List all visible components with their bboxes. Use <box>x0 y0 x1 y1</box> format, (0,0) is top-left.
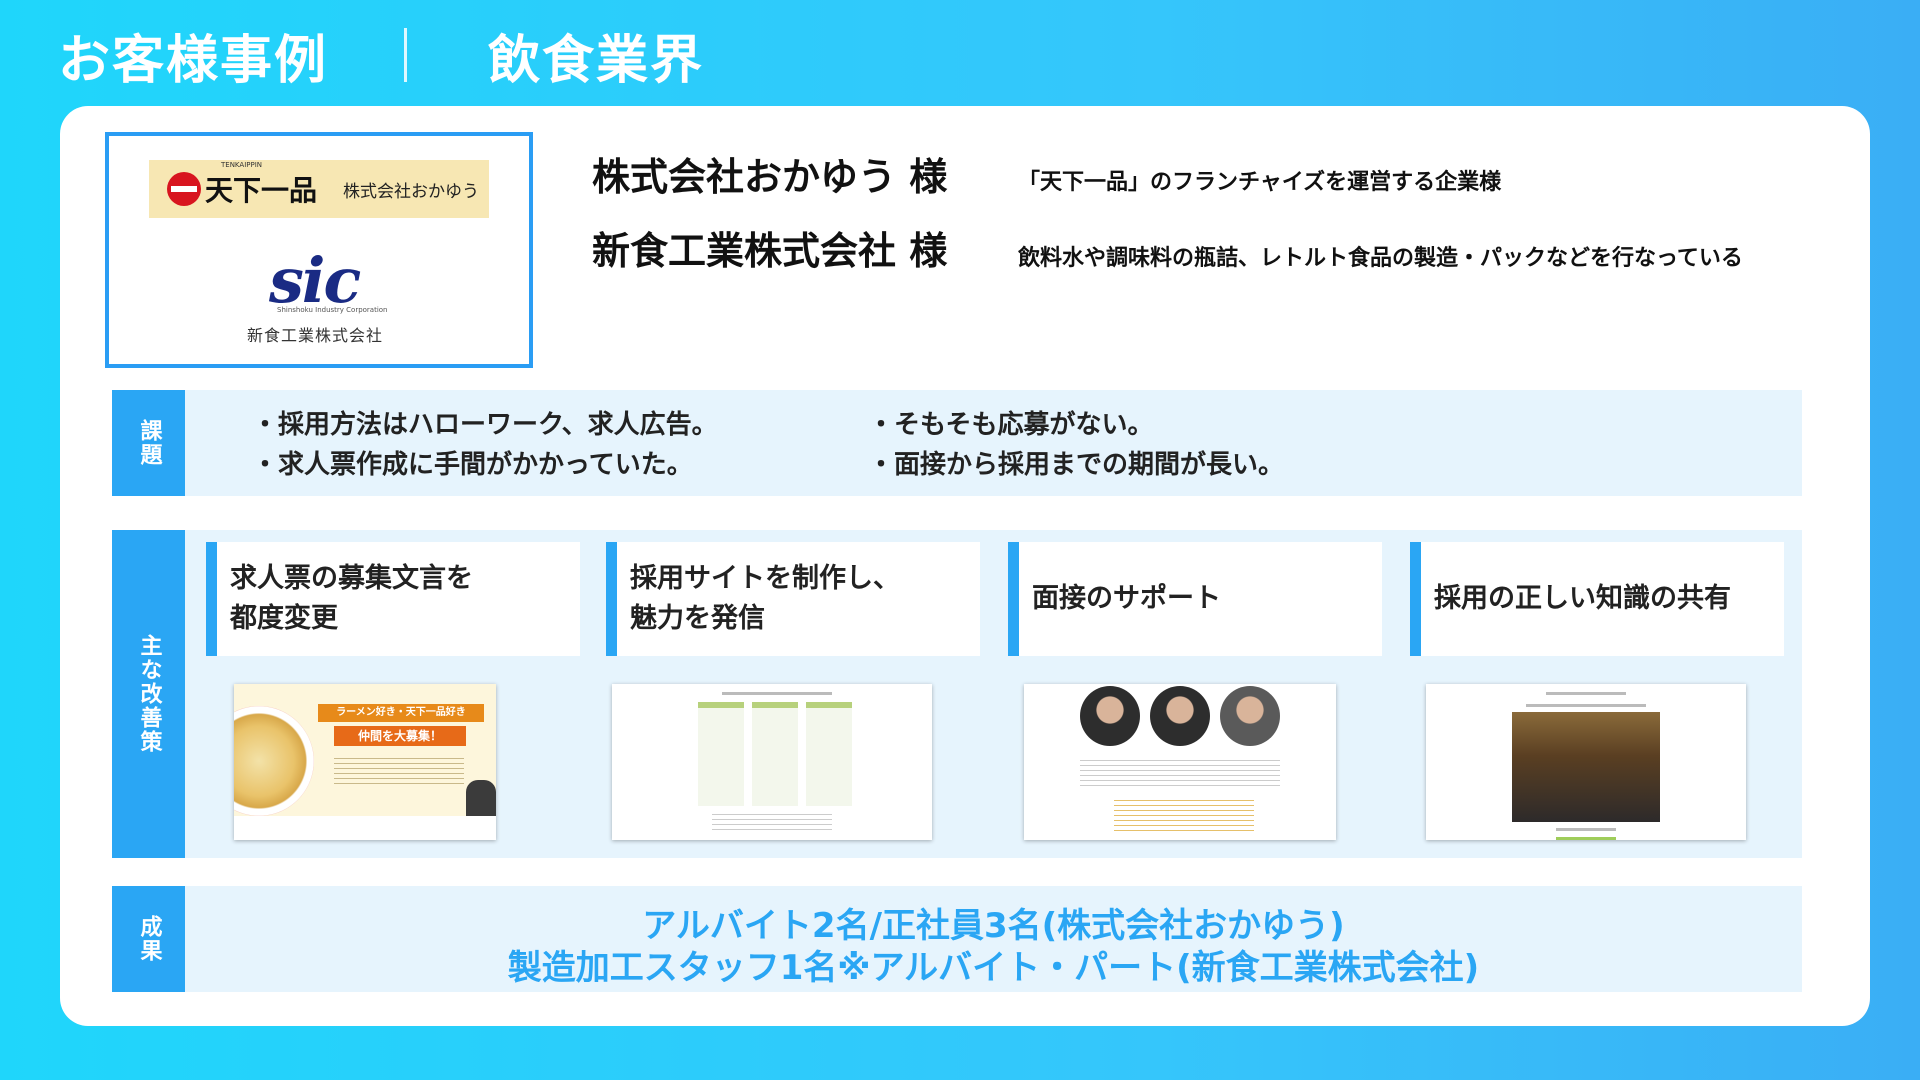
text-lines <box>712 810 832 834</box>
green-strip <box>1556 837 1616 840</box>
text-line <box>722 692 832 695</box>
measure-line: 面接のサポート <box>1032 583 1221 614</box>
measure-line: 都度変更 <box>230 603 338 634</box>
company-desc-okayu: 「天下一品」のフランチャイズを運営する企業様 <box>1018 170 1502 195</box>
measures-section: 主な改善策 求人票の募集文言を都度変更 採用サイトを制作し、魅力を発信 面接のサ… <box>112 530 1802 858</box>
text-line <box>1526 704 1646 707</box>
okayu-logo-text: 株式会社おかゆう <box>343 181 480 202</box>
ramen-bowl-image <box>234 706 314 816</box>
measures-label: 主な改善策 <box>112 530 185 858</box>
sic-logo-mark: sic <box>269 244 361 317</box>
issue-item: ・採用方法はハローワーク、求人広告。 <box>252 410 718 440</box>
company-desc-shinshoku: 飲料水や調味料の瓶詰、レトルト食品の製造・パックなどを行なっている <box>1018 246 1743 271</box>
case-card: TENKAIPPIN 天下一品 株式会社おかゆう sic Shinshoku I… <box>60 106 1870 1026</box>
tenkaippin-brand: 天下一品 <box>205 174 318 207</box>
measure-line: 採用サイトを制作し、 <box>630 563 900 594</box>
result-line: 製造加工スタッフ1名※アルバイト・パート(新食工業株式会社) <box>507 948 1480 988</box>
company-name-okayu: 株式会社おかゆう 様 <box>592 155 948 199</box>
issues-section: 課題 ・採用方法はハローワーク、求人広告。 ・求人票作成に手間がかかっていた。 … <box>112 390 1802 496</box>
thumbnail-banner: ラーメン好き・天下一品好き <box>318 704 484 722</box>
measure-card: 面接のサポート <box>1008 542 1382 656</box>
site-card <box>806 702 852 806</box>
accent-bar <box>606 542 617 656</box>
thumbnail-banner: 仲間を大募集！ <box>334 726 466 746</box>
company-name-shinshoku: 新食工業株式会社 様 <box>592 229 948 273</box>
measure-card: 採用サイトを制作し、魅力を発信 <box>606 542 980 656</box>
text-lines <box>1114 796 1254 832</box>
measure-line: 採用の正しい知識の共有 <box>1434 583 1731 614</box>
result-line: アルバイト2名/正社員3名(株式会社おかゆう) <box>642 906 1345 946</box>
industry-title: 飲食業界 <box>488 31 705 91</box>
accent-bar <box>206 542 217 656</box>
recruitment-site-thumbnail <box>612 684 932 840</box>
text-lines <box>334 754 464 784</box>
site-card <box>752 702 798 806</box>
staff-photo <box>1150 686 1210 746</box>
caption-line <box>1556 828 1616 831</box>
measure-line: 魅力を発信 <box>630 603 765 634</box>
issue-item: ・求人票作成に手間がかかっていた。 <box>252 450 693 480</box>
tenkaippin-logo: TENKAIPPIN 天下一品 株式会社おかゆう <box>149 160 489 218</box>
tenkaippin-mark-icon <box>167 172 201 206</box>
interview-support-thumbnail <box>1024 684 1336 840</box>
measure-line: 求人票の募集文言を <box>230 563 473 594</box>
accent-bar <box>1410 542 1421 656</box>
text-line <box>1546 692 1626 695</box>
results-section: 成果 アルバイト2名/正社員3名(株式会社おかゆう) 製造加工スタッフ1名※アル… <box>112 886 1802 992</box>
site-card <box>698 702 744 806</box>
issues-label: 課題 <box>112 390 185 496</box>
measure-card: 採用の正しい知識の共有 <box>1410 542 1784 656</box>
issue-item: ・そもそも応募がない。 <box>868 410 1154 440</box>
staff-photo <box>1220 686 1280 746</box>
sic-logo-tagline: Shinshoku Industry Corporation <box>277 306 388 314</box>
results-label: 成果 <box>112 886 185 992</box>
sic-logo-company: 新食工業株式会社 <box>247 326 384 345</box>
page-title: お客様事例 <box>58 31 329 91</box>
footer-strip <box>234 816 496 840</box>
text-lines <box>1080 756 1280 786</box>
team-photo <box>1512 712 1660 822</box>
header-divider <box>404 28 407 82</box>
knowledge-sharing-thumbnail <box>1426 684 1746 840</box>
logo-box: TENKAIPPIN 天下一品 株式会社おかゆう sic Shinshoku I… <box>105 132 533 368</box>
measure-card: 求人票の募集文言を都度変更 <box>206 542 580 656</box>
accent-bar <box>1008 542 1019 656</box>
tenkaippin-en: TENKAIPPIN <box>221 161 262 169</box>
job-ad-thumbnail: ラーメン好き・天下一品好き 仲間を大募集！ <box>234 684 496 840</box>
issue-item: ・面接から採用までの期間が長い。 <box>868 450 1285 480</box>
staff-photo <box>1080 686 1140 746</box>
